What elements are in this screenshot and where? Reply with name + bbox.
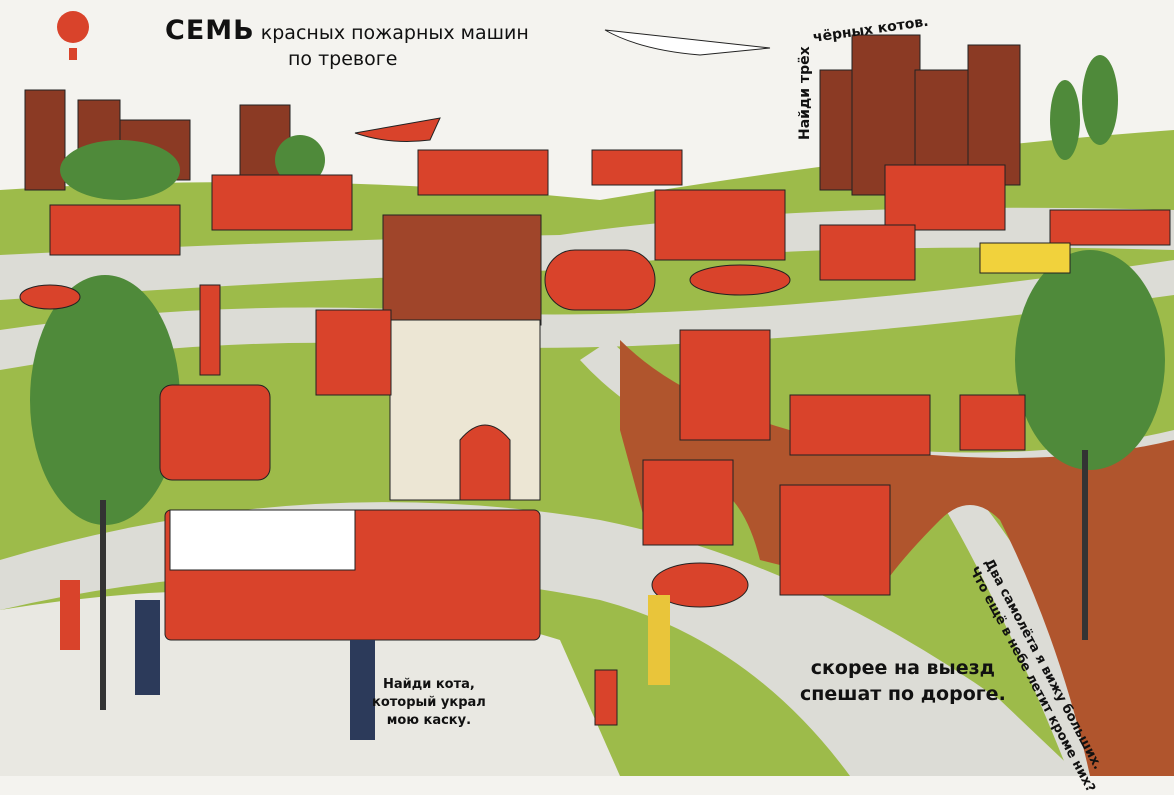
box-truck-3 [779,484,891,596]
verse-road-line1: скорее на выезд [810,657,996,679]
box-truck-right [884,164,1006,231]
fire-truck-bridge [642,459,734,546]
box-truck-2 [789,394,931,456]
hint-helmet-line3: мою каску. [386,713,472,728]
hot-air-balloon-icon [57,11,89,60]
van [315,309,392,396]
car [651,562,749,608]
bus [159,384,271,481]
fire-truck-top [417,149,549,196]
title-line1: красных пожарных машин [260,22,529,44]
airplane-white [604,29,771,56]
verse-road-line2: спешат по дороге. [800,683,1006,705]
city-illustration [0,11,1174,776]
hint-helmet-line2: который украл [372,695,486,710]
hint-cats-part1: Найди трёх [797,46,813,140]
fire-hydrant [594,669,618,726]
taxi [979,242,1071,274]
red-vehicles [19,149,1171,726]
tanker [544,249,656,311]
tow-truck [591,149,683,186]
fire-truck-left [49,204,181,256]
trailer [211,174,353,231]
fire-station [382,214,542,501]
box-truck-1 [679,329,771,441]
title-line2: по тревоге [288,48,398,70]
page-title: СЕМЬ красных пожарных машин по тревоге [165,15,529,72]
ladder-bucket [199,284,221,376]
airplane-red [353,117,441,142]
middle-road [0,260,1174,370]
fire-truck-right [654,189,786,261]
verse-road: скорее на выезд спешат по дороге. [800,655,1006,707]
hint-helmet-line1: Найди кота, [382,677,475,692]
fire-truck-small [959,394,1026,451]
hint-helmet: Найди кота, который украл мою каску. [372,676,486,730]
people [60,580,670,740]
title-highlight: СЕМЬ [165,15,255,46]
brick-bridge [620,340,1174,776]
trees [30,55,1165,710]
